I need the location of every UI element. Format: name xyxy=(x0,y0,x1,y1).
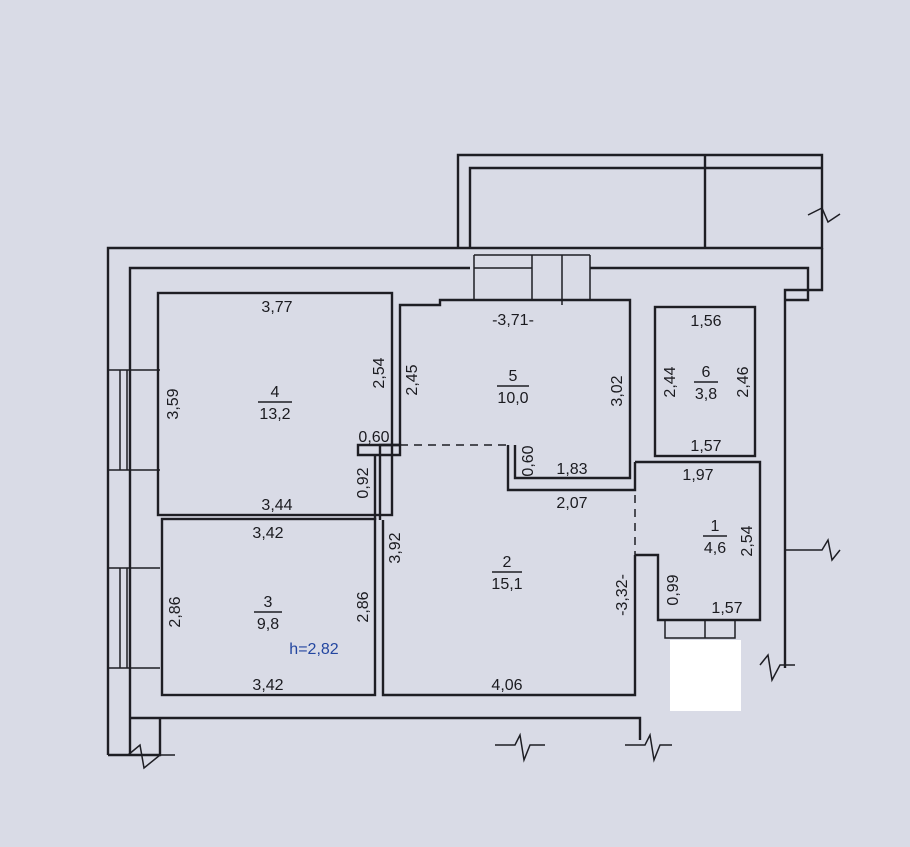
redacted-patch xyxy=(670,640,741,711)
svg-text:1,97: 1,97 xyxy=(682,467,713,484)
room-5-outline xyxy=(398,298,632,480)
svg-text:4,06: 4,06 xyxy=(491,677,522,694)
ceiling-height: h=2,82 xyxy=(289,641,338,658)
room-1-outline xyxy=(635,460,762,622)
svg-text:4: 4 xyxy=(271,384,280,401)
room-3-outline xyxy=(160,517,377,697)
room-label-4: 4 13,2 xyxy=(258,384,292,423)
room-6-outline xyxy=(653,305,757,458)
svg-text:6: 6 xyxy=(702,364,711,381)
svg-text:2,44: 2,44 xyxy=(662,366,679,397)
svg-text:15,1: 15,1 xyxy=(491,576,522,593)
svg-text:3,42: 3,42 xyxy=(252,677,283,694)
svg-text:13,2: 13,2 xyxy=(259,406,290,423)
svg-text:1,57: 1,57 xyxy=(711,600,742,617)
room-label-1: 1 4,6 xyxy=(703,518,727,557)
svg-text:-3,32-: -3,32- xyxy=(614,574,631,616)
svg-text:-3,71-: -3,71- xyxy=(492,312,534,329)
svg-text:4,6: 4,6 xyxy=(704,540,726,557)
svg-text:1: 1 xyxy=(711,518,720,535)
svg-text:2,45: 2,45 xyxy=(404,364,421,395)
svg-text:2,54: 2,54 xyxy=(739,525,756,556)
walls xyxy=(106,153,841,770)
svg-text:3,77: 3,77 xyxy=(261,299,292,316)
svg-text:3,02: 3,02 xyxy=(609,375,626,406)
svg-text:2: 2 xyxy=(503,554,512,571)
svg-text:1,57: 1,57 xyxy=(690,438,721,455)
room-label-6: 6 3,8 xyxy=(694,364,718,403)
svg-text:3,44: 3,44 xyxy=(261,497,292,514)
svg-text:2,54: 2,54 xyxy=(371,357,388,388)
svg-text:0,99: 0,99 xyxy=(665,574,682,605)
svg-text:3,42: 3,42 xyxy=(252,525,283,542)
room-4-outline xyxy=(156,291,394,517)
svg-text:0,92: 0,92 xyxy=(355,467,372,498)
svg-text:9,8: 9,8 xyxy=(257,616,279,633)
svg-text:0,60: 0,60 xyxy=(520,445,537,476)
svg-text:2,07: 2,07 xyxy=(556,495,587,512)
svg-text:5: 5 xyxy=(509,368,518,385)
svg-text:3,59: 3,59 xyxy=(165,388,182,419)
svg-text:2,86: 2,86 xyxy=(355,591,372,622)
svg-text:1,83: 1,83 xyxy=(556,461,587,478)
svg-text:3,8: 3,8 xyxy=(695,386,717,403)
svg-text:0,60: 0,60 xyxy=(358,429,389,446)
svg-text:3: 3 xyxy=(264,594,273,611)
svg-text:3,92: 3,92 xyxy=(387,532,404,563)
dimension-labels: 3,77 3,59 2,54 3,44 0,60 0,92 3,42 2,86 … xyxy=(165,299,756,694)
svg-text:10,0: 10,0 xyxy=(497,390,528,407)
svg-text:2,46: 2,46 xyxy=(735,366,752,397)
svg-text:1,56: 1,56 xyxy=(690,313,721,330)
room-outlines xyxy=(156,291,762,711)
room-label-3: 3 9,8 xyxy=(254,594,282,633)
svg-text:2,86: 2,86 xyxy=(167,596,184,627)
room-label-5: 5 10,0 xyxy=(497,368,529,407)
room-label-2: 2 15,1 xyxy=(491,554,522,593)
